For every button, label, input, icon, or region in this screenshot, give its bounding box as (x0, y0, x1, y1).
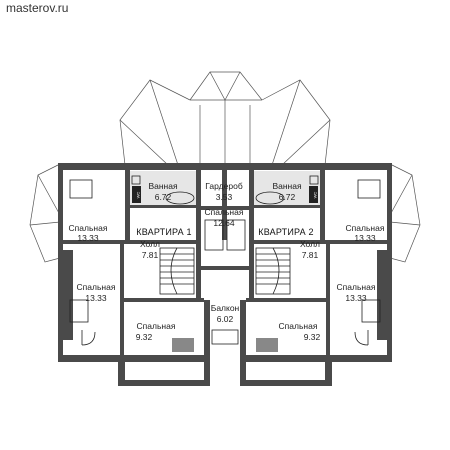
wc-right (309, 186, 318, 203)
area-bedroom-mid-right: 13.33 (345, 293, 367, 303)
balcony-table (211, 329, 239, 345)
label-bedroom-top-right: Спальная (346, 223, 385, 233)
area-bath-right: 6.72 (279, 192, 296, 202)
bathtub-right (255, 191, 285, 205)
bathtub-left (165, 191, 195, 205)
label-bedroom-center: Спальная (205, 207, 244, 217)
fixtures: WC WC (131, 175, 319, 205)
apartment-1-label: КВАРТИРА 1 (136, 227, 191, 237)
label-hall-right: Холл (300, 239, 320, 249)
area-bedroom-top-left: 13.33 (77, 233, 99, 243)
area-bedroom-center: 12.64 (213, 218, 235, 228)
area-bedroom-top-right: 13.33 (354, 233, 376, 243)
label-hall-left: Холл (140, 239, 160, 249)
area-bath-left: 6.72 (155, 192, 172, 202)
area-hall-left: 7.81 (142, 250, 159, 260)
label-bath-left: Ванная (148, 181, 178, 191)
room-labels: Спальная 13.33 Ванная 6.72 Гардероб 3.53… (69, 181, 385, 342)
label-bedroom-top-left: Спальная (69, 223, 108, 233)
area-bedroom-bottom-right: 9.32 (304, 332, 321, 342)
label-bath-right: Ванная (272, 181, 302, 191)
bed-top-right (357, 179, 381, 199)
label-wardrobe: Гардероб (205, 181, 243, 191)
bed-bottom-left (172, 338, 194, 352)
wc-right-label: WC (313, 192, 318, 199)
area-bedroom-mid-left: 13.33 (85, 293, 107, 303)
area-bedroom-bottom-left: 9.32 (136, 332, 153, 342)
bed-mid-right (361, 299, 381, 323)
label-bedroom-bottom-left: Спальная (137, 321, 176, 331)
area-hall-right: 7.81 (302, 250, 319, 260)
site-watermark: masterov.ru (6, 1, 69, 15)
bed-center-2 (226, 219, 246, 251)
bed-center (204, 219, 224, 251)
bed-top-left (69, 179, 93, 199)
label-balcony: Балкон (211, 303, 240, 313)
stair-right (255, 247, 291, 295)
roof-outline (29, 71, 421, 263)
label-bedroom-mid-left: Спальная (77, 282, 116, 292)
label-bedroom-bottom-right: Спальная (279, 321, 318, 331)
stair-left (159, 247, 195, 295)
wc-left-label: WC (136, 192, 141, 199)
label-bedroom-mid-right: Спальная (337, 282, 376, 292)
bed-mid-left (69, 299, 89, 323)
furniture (69, 179, 381, 352)
sink-right (309, 175, 319, 185)
exterior-walls (58, 163, 392, 386)
stairs (159, 247, 291, 295)
bed-bottom-right (256, 338, 278, 352)
interior-walls (63, 170, 387, 356)
sink-left (131, 175, 141, 185)
apartment-2-label: КВАРТИРА 2 (258, 227, 313, 237)
area-wardrobe: 3.53 (216, 192, 233, 202)
wc-left (132, 186, 141, 203)
area-balcony: 6.02 (217, 314, 234, 324)
